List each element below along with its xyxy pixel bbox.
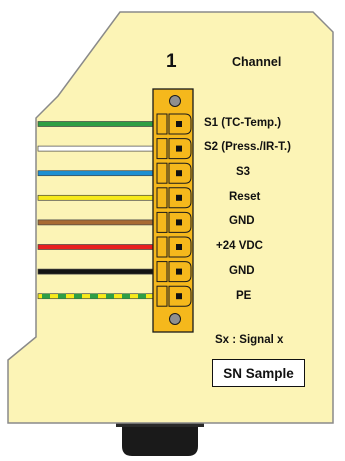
pin-label-5: GND	[229, 215, 255, 227]
top-screw-icon	[169, 95, 181, 107]
pin-label-3: S3	[236, 166, 251, 178]
terminal-slots	[156, 113, 192, 307]
channel-title: Channel	[232, 55, 282, 69]
bottom-screw-icon	[169, 313, 181, 325]
terminal-slot-2	[156, 138, 192, 160]
pin-label-6: +24 VDC	[216, 240, 263, 252]
mounting-foot	[116, 419, 204, 456]
wire-blue	[37, 170, 156, 177]
channel-number: 1	[166, 51, 177, 72]
terminal-slot-4	[156, 187, 192, 209]
terminal-slot-7	[156, 261, 192, 283]
pin-label-4: Reset	[229, 191, 261, 203]
terminal-connector	[152, 88, 194, 333]
pin-label-1: S1 (TC-Temp.)	[204, 117, 282, 129]
wire-red	[37, 244, 156, 250]
terminal-slot-6	[156, 236, 192, 258]
pin-label-7: GND	[229, 265, 255, 277]
signal-legend: Sx : Signal x	[215, 334, 284, 346]
terminal-slot-3	[156, 162, 192, 184]
sample-label-box: SN Sample	[212, 359, 305, 387]
pin-label-8: PE	[236, 290, 252, 302]
terminal-slot-1	[156, 113, 192, 135]
terminal-slot-8	[156, 285, 192, 307]
wire-white	[37, 145, 156, 152]
pin-label-2: S2 (Press./IR-T.)	[204, 141, 291, 153]
wire-black	[37, 268, 156, 275]
wire-yellow	[37, 194, 156, 201]
terminal-slot-5	[156, 211, 192, 233]
wire-green-yellow	[37, 293, 156, 300]
wire-brown	[37, 219, 156, 226]
wire-green	[37, 121, 156, 127]
